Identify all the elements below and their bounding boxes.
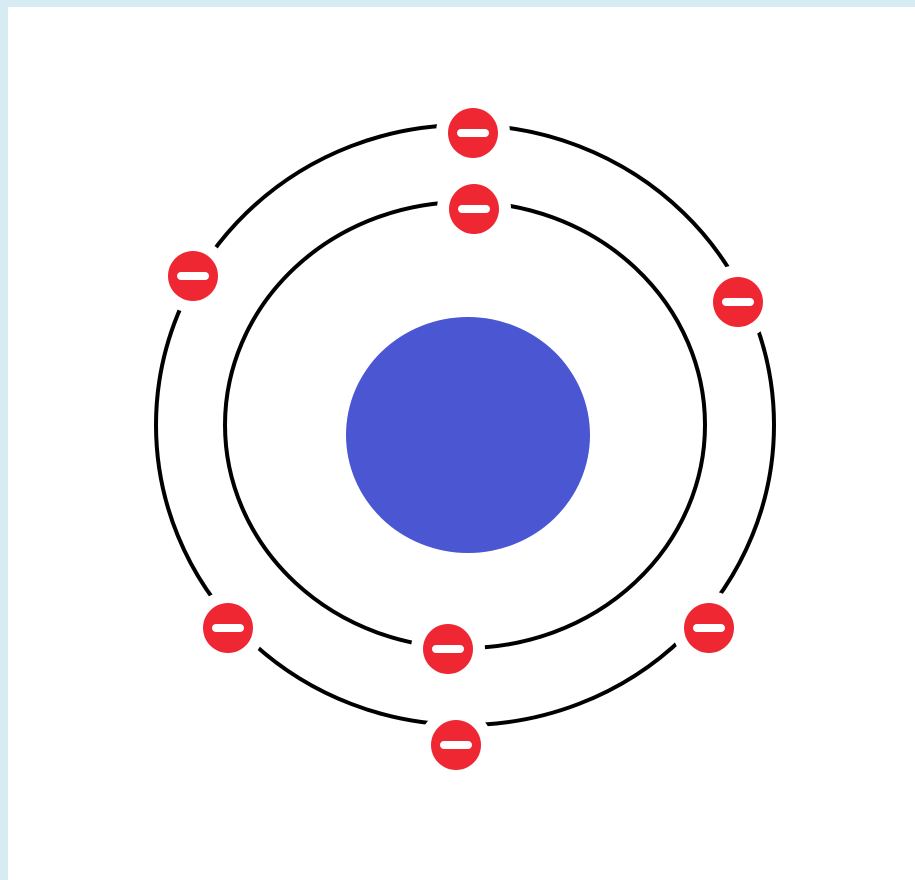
minus-sign-icon <box>177 272 209 280</box>
electron-icon <box>431 720 481 770</box>
electron-icon <box>448 108 498 158</box>
nucleus-layer <box>346 317 590 553</box>
electron-icon <box>449 184 499 234</box>
electron-icon <box>423 624 473 674</box>
minus-sign-icon <box>458 205 490 213</box>
electron-icon <box>684 603 734 653</box>
minus-sign-icon <box>457 129 489 137</box>
electron-icon <box>168 251 218 301</box>
electron-icon <box>713 277 763 327</box>
minus-sign-icon <box>212 624 244 632</box>
electron-icon <box>203 603 253 653</box>
minus-sign-icon <box>432 645 464 653</box>
minus-sign-icon <box>440 741 472 749</box>
minus-sign-icon <box>693 624 725 632</box>
minus-sign-icon <box>722 298 754 306</box>
nucleus <box>346 317 590 553</box>
